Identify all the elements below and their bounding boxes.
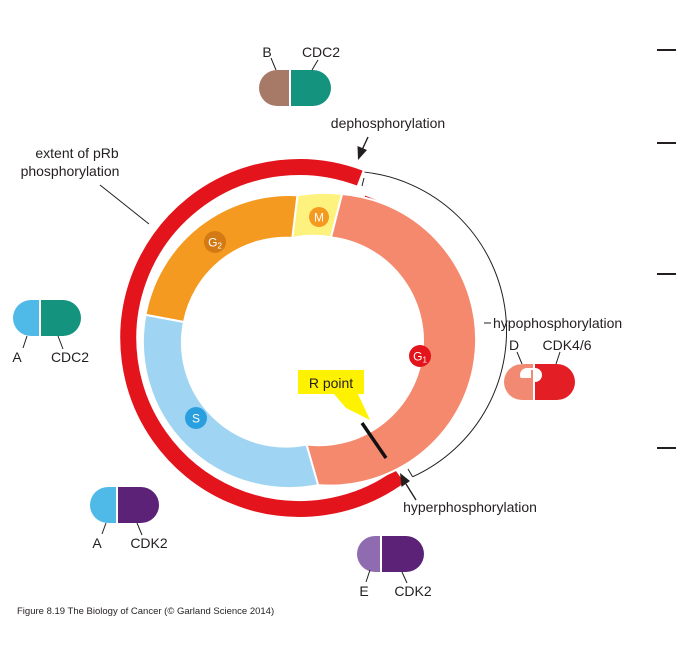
- margin-ticks: [657, 49, 676, 449]
- cdk2-half: [382, 536, 424, 572]
- cyclin-a-label: A: [12, 349, 22, 365]
- cdc2-label: CDC2: [302, 44, 340, 60]
- r-point-label: R point: [309, 375, 353, 391]
- cdk2-label: CDK2: [394, 583, 432, 599]
- extent-label-line1: extent of pRb: [35, 145, 118, 161]
- cdc2-half: [41, 300, 81, 336]
- cyclin-a-half: [13, 300, 39, 336]
- cyclin-b-label: B: [262, 44, 271, 60]
- hyperphosphorylation-label: hyperphosphorylation: [403, 499, 537, 515]
- complex-d-cdk46: D CDK4/6: [504, 337, 592, 400]
- complex-b-cdc2: B CDC2: [259, 44, 340, 106]
- dephosphorylation-arrow: [357, 136, 369, 160]
- cdc2-label: CDC2: [51, 349, 89, 365]
- prb-ring-thick: [120, 159, 405, 517]
- extent-label-line2: phosphorylation: [21, 163, 120, 179]
- cdk2-half: [118, 487, 159, 523]
- m-label: M: [314, 211, 324, 225]
- cdk46-half: [535, 364, 575, 400]
- m-badge: M: [309, 207, 329, 227]
- s-badge: S: [185, 407, 207, 429]
- cdk46-label: CDK4/6: [542, 337, 591, 353]
- g1-label: G1: [413, 350, 427, 365]
- hyperphosphorylation-arrow: [400, 473, 417, 501]
- complex-a-cdc2: A CDC2: [12, 300, 89, 365]
- cyclin-b-half: [259, 70, 289, 106]
- hypophosphorylation-label: hypophosphorylation: [493, 315, 622, 331]
- cyclin-e-label: E: [359, 583, 368, 599]
- hypophosphorylation-bracket: [361, 171, 507, 478]
- phase-g2-arc: [144, 194, 299, 323]
- complex-e-cdk2: E CDK2: [357, 536, 432, 599]
- phase-s-arc: [141, 313, 320, 490]
- s-label: S: [192, 412, 200, 426]
- r-point-callout: R point: [298, 370, 370, 420]
- g2-badge: G2: [204, 231, 226, 253]
- cyclin-d-half-shape: [506, 364, 533, 400]
- dephosphorylation-label: dephosphorylation: [331, 115, 445, 131]
- g2-label: G2: [208, 236, 222, 251]
- phase-g1-arc: [305, 193, 478, 487]
- r-point-marker: [360, 422, 388, 459]
- cyclin-d-label: D: [509, 337, 519, 353]
- cyclin-e-half: [357, 536, 380, 572]
- cyclin-a-half: [90, 487, 116, 523]
- figure-caption: Figure 8.19 The Biology of Cancer (© Gar…: [17, 606, 274, 617]
- complex-a-cdk2: A CDK2: [90, 487, 168, 551]
- cdc2-half: [291, 70, 331, 106]
- cyclin-a-label: A: [92, 535, 102, 551]
- g1-badge: G1: [409, 345, 431, 367]
- cdk2-label: CDK2: [130, 535, 168, 551]
- extent-pointer: [99, 184, 150, 225]
